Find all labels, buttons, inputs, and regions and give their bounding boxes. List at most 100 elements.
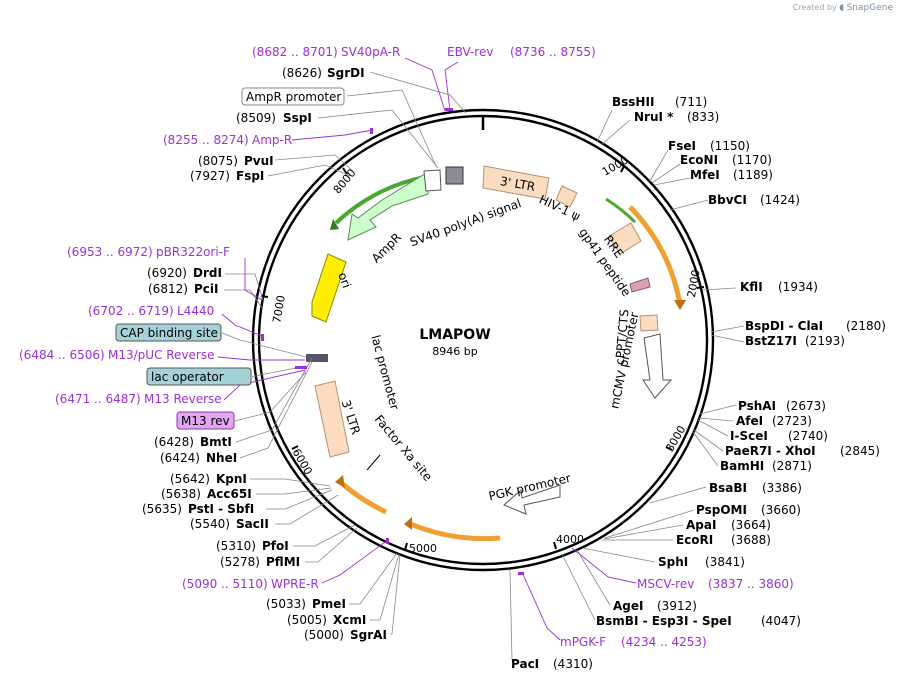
leader-iscei: [697, 419, 729, 437]
enzyme-econi[interactable]: EcoNI: [680, 153, 718, 167]
primer-range-m13rev: (6471 .. 6487): [55, 392, 141, 406]
enzyme-paci[interactable]: PacI: [511, 657, 539, 671]
leader-sgrdi: [369, 71, 467, 114]
feature-label-cppt: cPPT/CTS: [613, 309, 632, 366]
enzyme-bsabi[interactable]: BsaBI: [709, 481, 747, 495]
primer-name-m13rev[interactable]: M13 Reverse: [144, 392, 222, 406]
enzyme-pfoi[interactable]: PfoI: [262, 539, 289, 553]
pos-apai: (3664): [731, 518, 771, 532]
ltr-top-shape: [482, 165, 550, 200]
enzyme-acc65i[interactable]: Acc65I: [207, 487, 252, 501]
enzyme-bbvci[interactable]: BbvCI: [708, 193, 747, 207]
leader-pmei: [349, 552, 398, 605]
pos-drdi: (6920): [147, 266, 187, 280]
enzyme-pvui[interactable]: PvuI: [244, 154, 274, 168]
leader-fsei: [649, 149, 669, 182]
leader-mfei: [653, 177, 691, 186]
enzyme-nhei[interactable]: NheI: [206, 451, 237, 465]
feature-label-ampr: AmpR: [369, 230, 404, 265]
enzyme-bstz17i[interactable]: BstZ17I: [745, 334, 797, 348]
leader-pvui: [274, 154, 355, 173]
enzyme-sspi[interactable]: SspI: [283, 111, 312, 125]
primer-name-mpgk-f[interactable]: mPGK-F: [560, 635, 606, 649]
enzyme-pshai[interactable]: PshAI: [738, 399, 776, 413]
primer-markers: [261, 108, 524, 575]
primer-name-sv40pa-r[interactable]: SV40pA-R: [341, 45, 400, 59]
enzyme-pspomi[interactable]: PspOMI: [696, 503, 747, 517]
primer-leader-sv40pa-r: [404, 57, 446, 112]
plasmid-name: LMAPOW: [419, 327, 491, 343]
enzyme-xcmi[interactable]: XcmI: [333, 613, 366, 627]
primer-leader-mpgk-f: [521, 571, 561, 641]
enzyme-pcii[interactable]: PciI: [194, 282, 219, 296]
watermark-prefix: Created by: [792, 3, 837, 12]
enzyme-afei[interactable]: AfeI: [736, 414, 763, 428]
pos-bbvci: (1424): [760, 193, 800, 207]
enzyme-pmei[interactable]: PmeI: [312, 597, 346, 611]
enzyme-iscei[interactable]: I-SceI: [730, 429, 768, 443]
pos-nrui: (833): [687, 110, 719, 124]
pos-xhoi: (2845): [840, 444, 880, 458]
box-m13-rev[interactable]: [176, 411, 235, 430]
enzyme-nrui[interactable]: NruI *: [634, 110, 674, 124]
enzyme-fspi[interactable]: FspI: [236, 169, 264, 183]
leader-clai: [710, 325, 745, 333]
enzyme-sacii[interactable]: SacII: [236, 517, 269, 531]
arrowhead-green-left: [330, 219, 339, 230]
primer-name-mscv-rev[interactable]: MSCV-rev: [637, 577, 694, 591]
primer-range-amp-r: (8255 .. 8274): [163, 133, 249, 147]
enzyme-pflmi[interactable]: PflMI: [266, 555, 300, 569]
tick-label-7000: 7000: [270, 294, 288, 324]
pos-agei: (3912): [657, 599, 697, 613]
tick-6000: [291, 445, 299, 450]
primer-name-wpre-r[interactable]: WPRE-R: [271, 577, 319, 591]
pos-bstz17i: (2193): [805, 334, 845, 348]
primer-name-m13puc[interactable]: M13/pUC Reverse: [108, 348, 215, 362]
backbone-outer-ring: [251, 108, 715, 572]
enzyme-spei[interactable]: BsmBI - Esp3I - SpeI: [596, 614, 732, 628]
leader-econi: [651, 163, 681, 184]
pos-psti: (5635): [142, 502, 182, 516]
snapgene-logo-icon: ◖: [839, 3, 845, 13]
enzyme-kfli[interactable]: KflI: [740, 280, 763, 294]
primer-arc-right-top: [628, 205, 683, 306]
enzyme-drdi[interactable]: DrdI: [193, 266, 222, 280]
enzyme-apai[interactable]: ApaI: [686, 518, 716, 532]
primer-name-l4440[interactable]: L4440: [177, 304, 214, 318]
arrowhead-bottom: [404, 517, 412, 530]
box-lac-operator[interactable]: [146, 367, 252, 386]
pos-ecori: (3688): [731, 533, 771, 547]
primer-name-ebv-rev[interactable]: EBV-rev: [447, 45, 493, 59]
box-ampr-promoter[interactable]: [241, 87, 345, 106]
enzyme-xhoi[interactable]: PaeR7I - XhoI: [725, 444, 816, 458]
pos-pcii: (6812): [148, 282, 188, 296]
box-leader-lines: [221, 332, 307, 422]
enzyme-psti-sbfi[interactable]: PstI - SbfI: [188, 502, 254, 516]
enzyme-ecori[interactable]: EcoRI: [676, 533, 713, 547]
enzyme-fsei[interactable]: FseI: [668, 139, 696, 153]
enzyme-sgrdi[interactable]: SgrDI: [327, 66, 365, 80]
pos-afei: (2723): [772, 414, 812, 428]
enzyme-bmti[interactable]: BmtI: [200, 435, 232, 449]
tick-label-4000: 4000: [556, 533, 584, 546]
box-cap-binding-site[interactable]: [115, 323, 222, 342]
pos-clai: (2180): [846, 319, 886, 333]
enzyme-sgrai[interactable]: SgrAI: [350, 628, 387, 642]
enzyme-sphi[interactable]: SphI: [658, 555, 688, 569]
primer-name-pbr322ori-f[interactable]: pBR322ori-F: [156, 245, 230, 259]
leader-bstz17i: [710, 334, 745, 343]
enzyme-bsshii[interactable]: BssHII: [612, 95, 654, 109]
feature-label-factor-xa: Factor Xa site: [372, 412, 435, 484]
enzyme-agei[interactable]: AgeI: [613, 599, 643, 613]
enzyme-bamhi[interactable]: BamHI: [720, 459, 764, 473]
enzyme-kpni[interactable]: KpnI: [216, 472, 247, 486]
primer-name-amp-r[interactable]: Amp-R: [252, 133, 292, 147]
enzyme-mfei[interactable]: MfeI: [690, 168, 720, 182]
enzyme-bspdi-clai[interactable]: BspDI - ClaI: [745, 319, 823, 333]
pos-sspi: (8509): [236, 111, 276, 125]
pos-sgrdi: (8626): [282, 66, 322, 80]
feature-label-sv40: SV40 poly(A) signal: [408, 196, 523, 249]
leader-afei: [698, 417, 734, 422]
ampr-arrow: [347, 171, 429, 241]
